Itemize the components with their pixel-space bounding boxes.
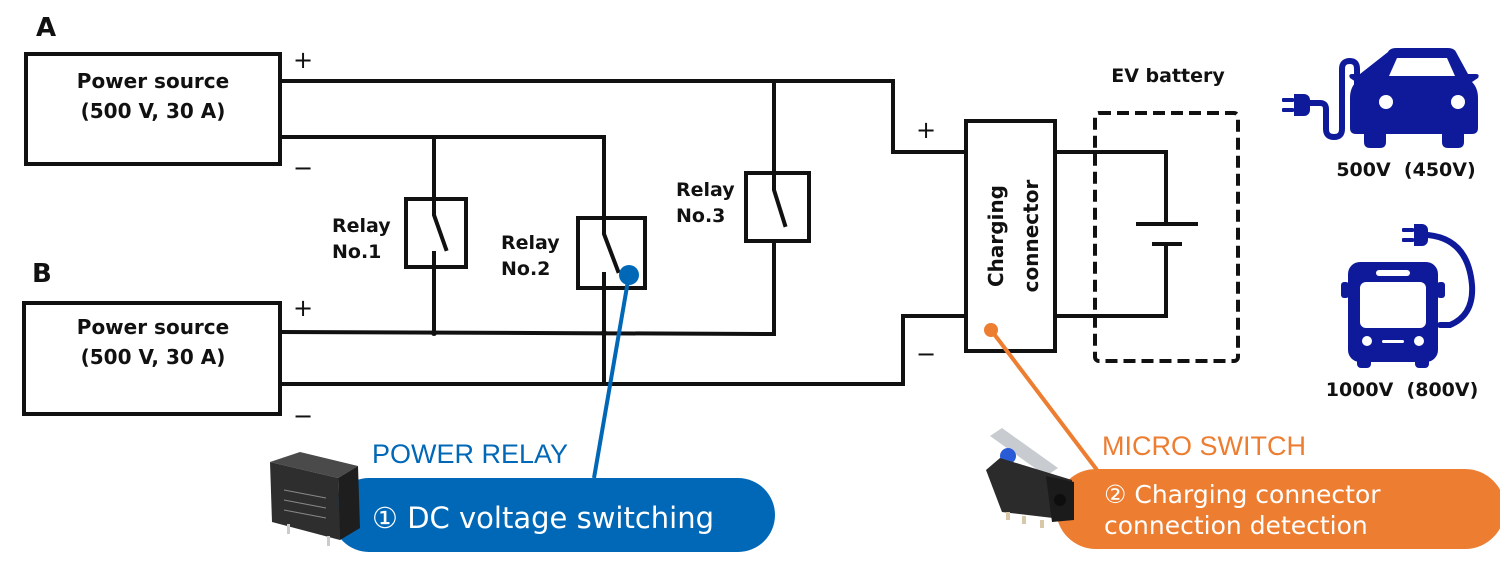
ev-car-icon xyxy=(1282,48,1479,148)
charging-connector-box xyxy=(964,119,1057,353)
power-source-b-box xyxy=(22,301,282,416)
connector-detection-pill xyxy=(1056,469,1500,549)
plus-sign: + xyxy=(916,116,936,144)
circuit-label-a: A xyxy=(36,13,56,43)
wire-a-plus xyxy=(278,79,968,154)
relay-leader-line xyxy=(592,274,631,479)
power-source-a-rating: (500 V, 30 A) xyxy=(81,99,226,123)
minus-sign: − xyxy=(293,402,313,430)
minus-sign: − xyxy=(293,154,313,182)
relay-3: Relay No.3 xyxy=(676,171,811,243)
power-source-a-title: Power source xyxy=(77,69,229,93)
relay-3-number: No.3 xyxy=(676,205,725,227)
relay-2: Relay No.2 xyxy=(501,216,647,290)
power-source-b: B Power source (500 V, 30 A) + − xyxy=(22,259,313,430)
power-relay-photo xyxy=(270,452,360,546)
dc-switching-text: ① DC voltage switching xyxy=(372,501,714,535)
plus-sign: + xyxy=(293,294,313,322)
power-source-b-title: Power source xyxy=(77,315,229,339)
power-source-a: A Power source (500 V, 30 A) + − xyxy=(24,13,313,182)
power-source-a-box xyxy=(24,52,282,166)
wire-battery-minus xyxy=(1053,242,1168,318)
wire-b-minus xyxy=(278,314,968,386)
ev-bus-icon xyxy=(1341,224,1476,368)
circuit-label-b: B xyxy=(32,259,52,289)
ev-battery-boundary xyxy=(1093,111,1240,363)
charging-connector-label-1: Charging xyxy=(984,185,1008,287)
wire-battery-plus xyxy=(1053,150,1168,226)
wire-b-plus xyxy=(277,226,776,337)
power-relay-callout: POWER RELAY ① DC voltage switching xyxy=(270,265,775,552)
plus-sign: + xyxy=(293,46,313,74)
dc-switching-pill xyxy=(332,478,775,552)
relay-switch-icon xyxy=(432,198,449,252)
relay-2-label: Relay xyxy=(501,232,560,254)
micro-switch-callout: MICRO SWITCH ② Charging connector connec… xyxy=(984,323,1500,549)
relay-1: Relay No.1 xyxy=(332,197,468,269)
relay-switch-icon xyxy=(602,216,621,274)
relay-1-label: Relay xyxy=(332,215,391,237)
connector-detection-text-2: connection detection xyxy=(1104,511,1368,540)
connector-detection-text-1: ② Charging connector xyxy=(1104,480,1381,509)
ev-car-voltage: 500V (450V) xyxy=(1336,159,1475,181)
switch-leader-line xyxy=(989,328,1099,472)
micro-switch-photo xyxy=(986,428,1074,528)
charging-connector-label-2: connector xyxy=(1019,180,1043,293)
power-relay-title: POWER RELAY xyxy=(372,439,568,469)
minus-sign: − xyxy=(916,340,936,368)
junction-dot xyxy=(431,330,437,336)
ev-battery-label: EV battery xyxy=(1111,65,1225,87)
relay-switch-icon xyxy=(772,173,788,228)
micro-switch-title: MICRO SWITCH xyxy=(1102,431,1306,461)
power-source-b-rating: (500 V, 30 A) xyxy=(81,345,226,369)
relay-3-label: Relay xyxy=(676,179,735,201)
relay-2-number: No.2 xyxy=(501,258,550,280)
ev-battery: EV battery xyxy=(1093,65,1240,363)
ev-bus-voltage: 1000V (800V) xyxy=(1326,379,1479,401)
junction-dot xyxy=(601,330,607,336)
switch-marker-dot xyxy=(984,323,998,337)
relay-marker-dot xyxy=(619,265,639,285)
relay-1-number: No.1 xyxy=(332,241,381,263)
charging-connector: + − Charging connector xyxy=(916,116,1057,368)
wire-a-minus xyxy=(278,135,606,220)
